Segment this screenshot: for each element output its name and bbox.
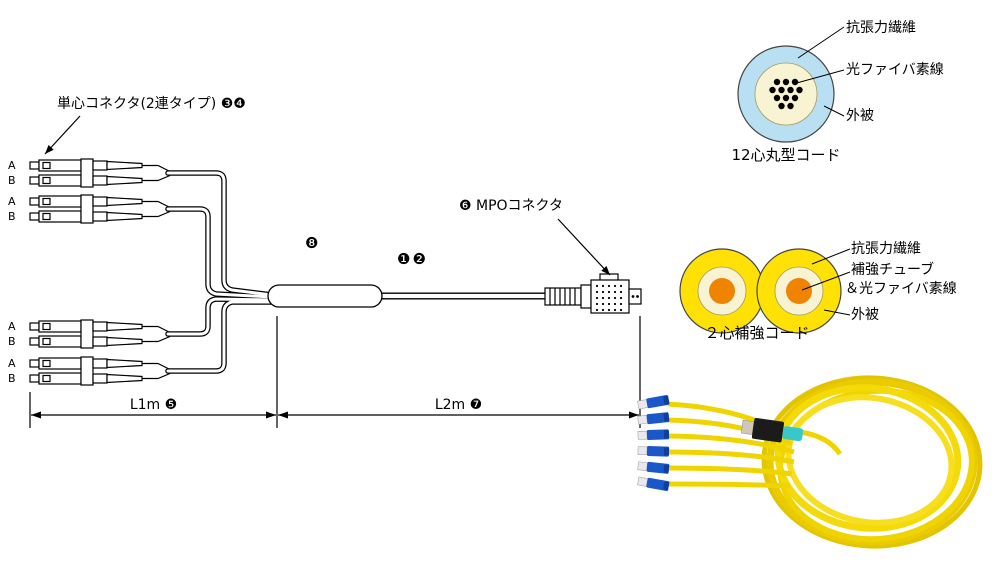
duplex-connector-label: 単心コネクタ(2連タイプ) ❸❹ xyxy=(57,96,246,112)
cs12-label-tensile-fiber: 抗張力繊維 xyxy=(846,20,916,36)
product-photo xyxy=(637,375,983,549)
pair4-label-a: A xyxy=(8,357,16,370)
cs2-caption: ２心補強コード xyxy=(704,324,810,342)
lc-duplex-connector xyxy=(29,356,143,386)
mpo-connector-label: ❻ MPOコネクタ xyxy=(459,198,563,214)
fanout-marker: ❽ xyxy=(305,234,321,252)
dimension-arrowheads xyxy=(31,411,639,419)
photo-mpo-connector xyxy=(741,417,804,443)
cross-section-12core xyxy=(737,26,845,143)
pigtail-lines xyxy=(142,164,171,380)
mpo-body-texture xyxy=(595,284,639,312)
lc-duplex-connector xyxy=(29,158,143,188)
cross-section-2core xyxy=(679,248,851,334)
photo-lc-connectors xyxy=(637,395,670,491)
mpo-connector-drawing xyxy=(544,273,642,314)
trunk-marker: ❶❷ xyxy=(397,250,428,268)
fiber-dots xyxy=(769,78,803,110)
cs2-label-tensile-fiber: 抗張力繊維 xyxy=(851,241,921,257)
pair1-label-b: B xyxy=(8,174,16,187)
dimension-l1-label: L1m ❺ xyxy=(129,397,178,413)
cs2-label-outer-sheath: 外被 xyxy=(851,307,879,323)
cs2-label-reinforce-tube: 補強チューブ xyxy=(851,262,935,278)
lc-duplex-connector xyxy=(29,319,143,349)
pair3-label-b: B xyxy=(8,335,16,348)
cs2-label-optical-fiber: ＆光ファイバ素線 xyxy=(845,281,957,297)
leader-arrowheads xyxy=(45,145,610,275)
lc-duplex-connector xyxy=(29,194,143,224)
breakout-cords xyxy=(165,170,275,374)
leader-lines xyxy=(44,115,611,276)
fanout-cables xyxy=(667,401,843,489)
dimension-lines xyxy=(29,316,641,428)
pair4-label-b: B xyxy=(8,372,16,385)
cs12-label-outer-sheath: 外被 xyxy=(846,108,874,124)
fiber-core xyxy=(709,278,735,304)
lc-duplex-connectors xyxy=(29,158,143,386)
fiber-core xyxy=(786,278,812,304)
fanout-body xyxy=(267,284,383,308)
cs12-caption: 12心丸型コード xyxy=(731,146,841,164)
cs2-leader-lines xyxy=(801,248,851,316)
dimension-l2-label: L2m ❼ xyxy=(434,397,483,413)
inner-ring xyxy=(754,62,818,126)
cs12-leader-lines xyxy=(792,26,845,117)
pair1-label-a: A xyxy=(8,159,16,172)
pair2-label-a: A xyxy=(8,195,16,208)
pair3-label-a: A xyxy=(8,320,16,333)
pair2-label-b: B xyxy=(8,210,16,223)
cs12-label-optical-fiber: 光ファイバ素線 xyxy=(846,62,944,78)
